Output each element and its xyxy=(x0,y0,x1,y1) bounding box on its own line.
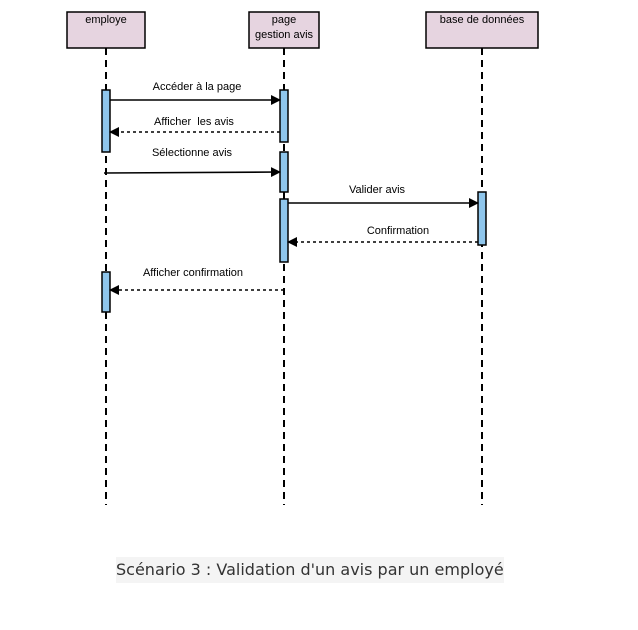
participant-employe-label: employe xyxy=(85,14,127,26)
activation-page-1 xyxy=(279,89,289,143)
sequence-diagram: employe page gestion avis base de donnée… xyxy=(66,11,539,505)
participant-page-gestion-avis: page gestion avis xyxy=(248,11,320,49)
figure-caption: Scénario 3 : Validation d'un avis par un… xyxy=(116,557,504,583)
participant-page-box xyxy=(248,11,320,49)
message-afficher-confirmation: Afficher confirmation xyxy=(109,267,284,295)
participant-employe-box xyxy=(66,11,146,49)
activation-page-2 xyxy=(279,151,289,193)
activation-page-3 xyxy=(279,198,289,263)
message-label: Confirmation xyxy=(367,225,429,237)
participant-db-label: base de données xyxy=(440,14,525,26)
message-label: Accéder à la page xyxy=(153,81,242,93)
message-label: Afficher les avis xyxy=(154,116,234,128)
message-label: Valider avis xyxy=(349,184,406,196)
message-confirmation: Confirmation xyxy=(287,225,478,247)
message-acceder-page: Accéder à la page xyxy=(110,81,281,105)
message-arrow xyxy=(103,167,281,178)
activation-employe-2 xyxy=(101,271,111,313)
participant-page-label-line2: gestion avis xyxy=(255,29,314,41)
message-label: Sélectionne avis xyxy=(152,147,233,159)
participant-page-label-line1: page xyxy=(272,14,296,26)
message-valider-avis: Valider avis xyxy=(288,184,479,208)
message-label: Afficher confirmation xyxy=(143,267,243,279)
activation-db-1 xyxy=(477,191,487,246)
message-selectionne-avis: Sélectionne avis xyxy=(103,147,281,178)
participant-db-box xyxy=(425,11,539,49)
participant-employe: employe xyxy=(66,11,146,49)
activation-employe-1 xyxy=(101,89,111,153)
message-afficher-avis: Afficher les avis xyxy=(109,116,280,137)
participant-base-de-donnees: base de données xyxy=(425,11,539,49)
